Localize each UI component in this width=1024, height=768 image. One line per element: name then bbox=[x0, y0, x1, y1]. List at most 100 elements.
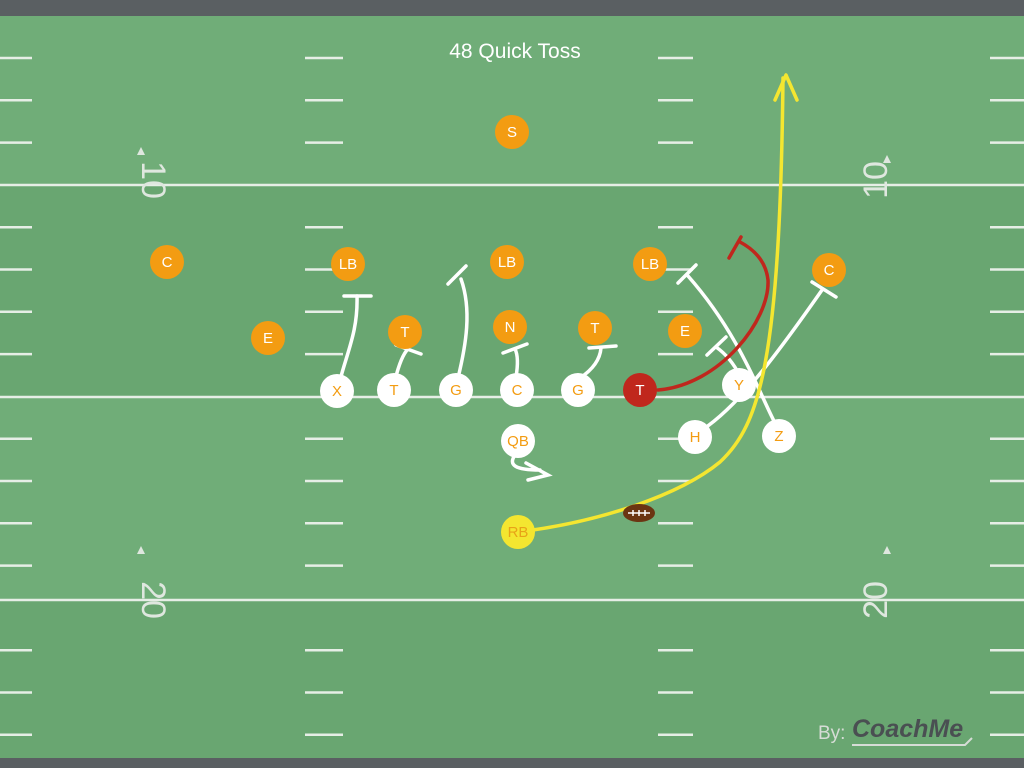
player-marker bbox=[762, 419, 796, 453]
direction-arrow-icon bbox=[883, 155, 891, 163]
player-marker bbox=[150, 245, 184, 279]
player-marker bbox=[668, 314, 702, 348]
player-marker bbox=[678, 420, 712, 454]
defense-players: S C C LB LB LB E T N T E bbox=[150, 115, 846, 355]
player-label: G bbox=[450, 382, 462, 399]
player-label: X bbox=[332, 383, 342, 400]
player-marker bbox=[331, 247, 365, 281]
player-off-g-right[interactable]: G bbox=[561, 373, 595, 407]
player-label: QB bbox=[507, 433, 529, 450]
watermark-prefix: By: bbox=[818, 723, 845, 744]
player-label: C bbox=[512, 382, 523, 399]
player-label: LB bbox=[641, 256, 659, 273]
player-def-e-right[interactable]: E bbox=[668, 314, 702, 348]
player-label: LB bbox=[339, 256, 357, 273]
player-def-lb-right[interactable]: LB bbox=[633, 247, 667, 281]
player-off-rb[interactable]: RB bbox=[501, 515, 535, 549]
player-def-s[interactable]: S bbox=[495, 115, 529, 149]
player-marker bbox=[490, 245, 524, 279]
player-marker bbox=[561, 373, 595, 407]
player-marker bbox=[578, 311, 612, 345]
player-label: G bbox=[572, 382, 584, 399]
football-icon bbox=[623, 504, 655, 522]
player-marker bbox=[495, 115, 529, 149]
player-off-c[interactable]: C bbox=[500, 373, 534, 407]
player-marker bbox=[439, 373, 473, 407]
player-marker bbox=[501, 424, 535, 458]
player-marker bbox=[493, 310, 527, 344]
player-label: C bbox=[824, 262, 835, 279]
route-h-block-icon bbox=[810, 280, 838, 299]
player-marker bbox=[633, 247, 667, 281]
player-def-c-right[interactable]: C bbox=[812, 253, 846, 287]
player-marker bbox=[377, 373, 411, 407]
route-g-left bbox=[456, 277, 469, 380]
player-off-g-left[interactable]: G bbox=[439, 373, 473, 407]
player-def-lb-middle[interactable]: LB bbox=[490, 245, 524, 279]
watermark: By: CoachMe bbox=[818, 715, 973, 746]
yard-number-left-20: 20 bbox=[134, 581, 172, 619]
player-marker bbox=[251, 321, 285, 355]
player-marker bbox=[812, 253, 846, 287]
player-off-x[interactable]: X bbox=[320, 374, 354, 408]
ball-carrier-route bbox=[516, 73, 799, 534]
watermark-brand: CoachMe bbox=[852, 715, 963, 743]
player-label: RB bbox=[508, 524, 529, 541]
player-off-z[interactable]: Z bbox=[762, 419, 796, 453]
player-label: E bbox=[263, 330, 273, 347]
route-z-block-icon bbox=[676, 263, 698, 285]
route-t-right-block-icon bbox=[727, 235, 743, 260]
route-c-block-icon bbox=[501, 342, 529, 355]
player-off-y[interactable]: Y bbox=[722, 368, 756, 402]
player-marker bbox=[320, 374, 354, 408]
route-g-left-block-icon bbox=[446, 264, 468, 286]
player-def-n[interactable]: N bbox=[493, 310, 527, 344]
direction-arrow-icon bbox=[137, 147, 145, 155]
player-marker bbox=[388, 315, 422, 349]
play-title: 48 Quick Toss bbox=[449, 40, 581, 63]
player-off-t-left[interactable]: T bbox=[377, 373, 411, 407]
player-def-c-left[interactable]: C bbox=[150, 245, 184, 279]
yard-number-right-10: 10 bbox=[857, 161, 895, 199]
route-z bbox=[686, 274, 777, 425]
player-label: Y bbox=[734, 377, 744, 394]
player-marker bbox=[501, 515, 535, 549]
hash-marks bbox=[0, 56, 1024, 737]
player-def-lb-left[interactable]: LB bbox=[331, 247, 365, 281]
player-off-t-right[interactable]: T bbox=[623, 373, 657, 407]
player-marker bbox=[500, 373, 534, 407]
route-g-right-block-icon bbox=[587, 344, 618, 350]
player-off-qb[interactable]: QB bbox=[501, 424, 535, 458]
route-t-right bbox=[656, 240, 770, 392]
player-label: Z bbox=[774, 428, 783, 445]
player-off-h[interactable]: H bbox=[678, 420, 712, 454]
direction-arrow-icon bbox=[883, 546, 891, 554]
field-band bbox=[0, 185, 1024, 397]
yard-number-right-20: 20 bbox=[857, 581, 895, 619]
player-label: LB bbox=[498, 254, 516, 271]
route-y-block-icon bbox=[705, 335, 728, 357]
player-def-t-left[interactable]: T bbox=[388, 315, 422, 349]
offense-players: X T G C G T Y H Z QB RB bbox=[320, 368, 796, 549]
player-label: T bbox=[389, 382, 398, 399]
player-label: T bbox=[635, 382, 644, 399]
route-rb-arrow-icon bbox=[773, 73, 799, 102]
yard-number-left-10: 10 bbox=[134, 161, 172, 199]
player-label: T bbox=[400, 324, 409, 341]
player-def-t-right[interactable]: T bbox=[578, 311, 612, 345]
player-marker bbox=[722, 368, 756, 402]
player-label: N bbox=[505, 319, 516, 336]
watermark-whistle-icon bbox=[852, 737, 973, 746]
player-def-e-left[interactable]: E bbox=[251, 321, 285, 355]
player-label: E bbox=[680, 323, 690, 340]
field-band-lower bbox=[0, 600, 1024, 758]
player-label: S bbox=[507, 124, 517, 141]
player-marker bbox=[623, 373, 657, 407]
yard-numbers: 10 10 20 20 bbox=[134, 147, 895, 619]
route-x bbox=[338, 294, 359, 382]
player-label: H bbox=[690, 429, 701, 446]
direction-arrow-icon bbox=[137, 546, 145, 554]
blocking-routes bbox=[338, 263, 838, 482]
highlight-route bbox=[656, 235, 770, 392]
